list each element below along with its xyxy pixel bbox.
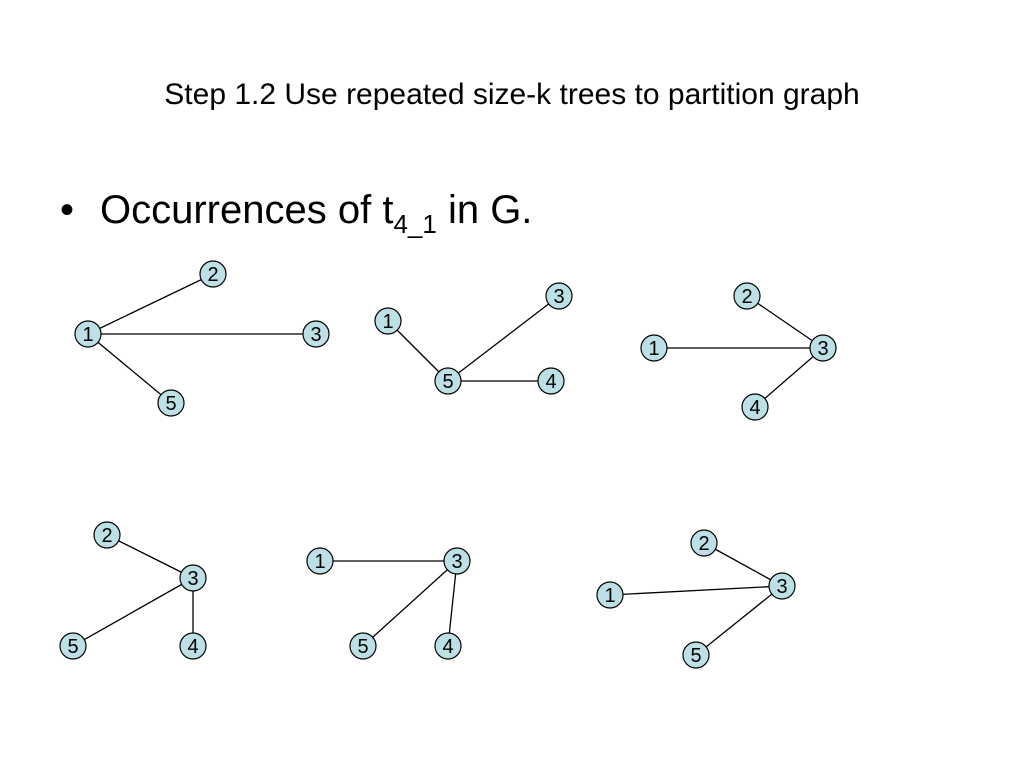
bullet-text-prefix: Occurrences of t (100, 188, 394, 232)
bullet-subscript: 4_1 (393, 209, 437, 239)
tree-2-node-label-1: 1 (382, 311, 393, 333)
tree-4-node-label-5: 5 (67, 636, 78, 658)
tree-5-node-1 (306, 547, 334, 575)
tree-4: 2 3 5 4 (59, 521, 207, 660)
tree-4-edge-2-3 (106, 534, 194, 579)
tree-3-node-label-2: 2 (741, 286, 752, 308)
tree-3-node-label-1: 1 (648, 338, 659, 360)
tree-1-node-2 (199, 260, 227, 288)
tree-5-node-label-4: 4 (442, 636, 453, 658)
tree-2-edge-1-5 (387, 320, 449, 382)
tree-2-node-label-3: 3 (553, 286, 564, 308)
tree-4-node-4 (179, 632, 207, 660)
tree-3-node-2 (733, 282, 761, 310)
tree-2-node-3 (545, 282, 573, 310)
tree-6-edge-2-3 (703, 542, 783, 587)
tree-2-node-4 (537, 367, 565, 395)
tree-1-node-5 (157, 389, 185, 417)
tree-4-node-5 (59, 632, 87, 660)
tree-1-edge-1-5 (87, 333, 172, 404)
tree-6-node-label-5: 5 (690, 645, 701, 667)
tree-5-edge-3-5 (362, 560, 458, 647)
tree-5-node-label-3: 3 (451, 551, 462, 573)
tree-6-node-label-3: 3 (776, 576, 787, 598)
tree-3: 2 1 3 4 (640, 282, 837, 421)
tree-6: 2 1 3 5 (596, 529, 796, 669)
tree-3-node-4 (741, 393, 769, 421)
tree-1-node-1 (74, 320, 102, 348)
tree-5-node-4 (434, 632, 462, 660)
tree-2-node-5 (434, 367, 462, 395)
tree-5-node-label-1: 1 (314, 551, 325, 573)
tree-1-node-label-5: 5 (165, 393, 176, 415)
tree-3-edge-2-3 (746, 295, 824, 349)
tree-3-node-label-3: 3 (817, 338, 828, 360)
tree-3-node-3 (809, 334, 837, 362)
bullet-line: • Occurrences of t4_1 in G. (60, 188, 532, 240)
tree-6-node-3 (768, 572, 796, 600)
tree-4-node-label-2: 2 (101, 525, 112, 547)
tree-6-node-label-1: 1 (604, 585, 615, 607)
tree-6-edge-3-5 (695, 585, 783, 656)
slide-title: Step 1.2 Use repeated size-k trees to pa… (164, 78, 860, 111)
tree-4-node-label-4: 4 (187, 636, 198, 658)
tree-2-node-label-4: 4 (545, 371, 556, 393)
tree-5: 1 3 5 4 (306, 547, 471, 660)
tree-3-edge-3-4 (754, 347, 824, 408)
tree-1-node-label-3: 3 (310, 324, 321, 346)
tree-6-node-1 (596, 581, 624, 609)
tree-2-node-1 (374, 307, 402, 335)
bullet-marker: • (60, 188, 75, 232)
tree-6-node-5 (682, 641, 710, 669)
tree-1-edge-1-2 (87, 273, 214, 335)
tree-2-edge-5-3 (447, 295, 560, 382)
tree-6-node-2 (690, 529, 718, 557)
bullet-text-suffix: in G. (436, 188, 533, 232)
tree-1-node-label-1: 1 (82, 324, 93, 346)
tree-1-node-3 (302, 320, 330, 348)
tree-3-node-1 (640, 334, 668, 362)
tree-4-node-3 (179, 564, 207, 592)
tree-5-node-3 (443, 547, 471, 575)
tree-6-edge-1-3 (609, 585, 783, 596)
tree-6-node-label-2: 2 (698, 533, 709, 555)
tree-5-edge-3-4 (447, 560, 458, 647)
tree-1-node-label-2: 2 (207, 264, 218, 286)
tree-3-node-label-4: 4 (749, 397, 760, 419)
tree-5-node-5 (349, 632, 377, 660)
tree-4-edge-3-5 (72, 577, 194, 647)
tree-2-node-label-5: 5 (442, 371, 453, 393)
tree-5-node-label-5: 5 (357, 636, 368, 658)
tree-4-node-label-3: 3 (187, 568, 198, 590)
tree-1: 1 2 3 5 (74, 260, 330, 417)
tree-4-node-2 (93, 521, 121, 549)
tree-2: 1 3 5 4 (374, 282, 573, 395)
